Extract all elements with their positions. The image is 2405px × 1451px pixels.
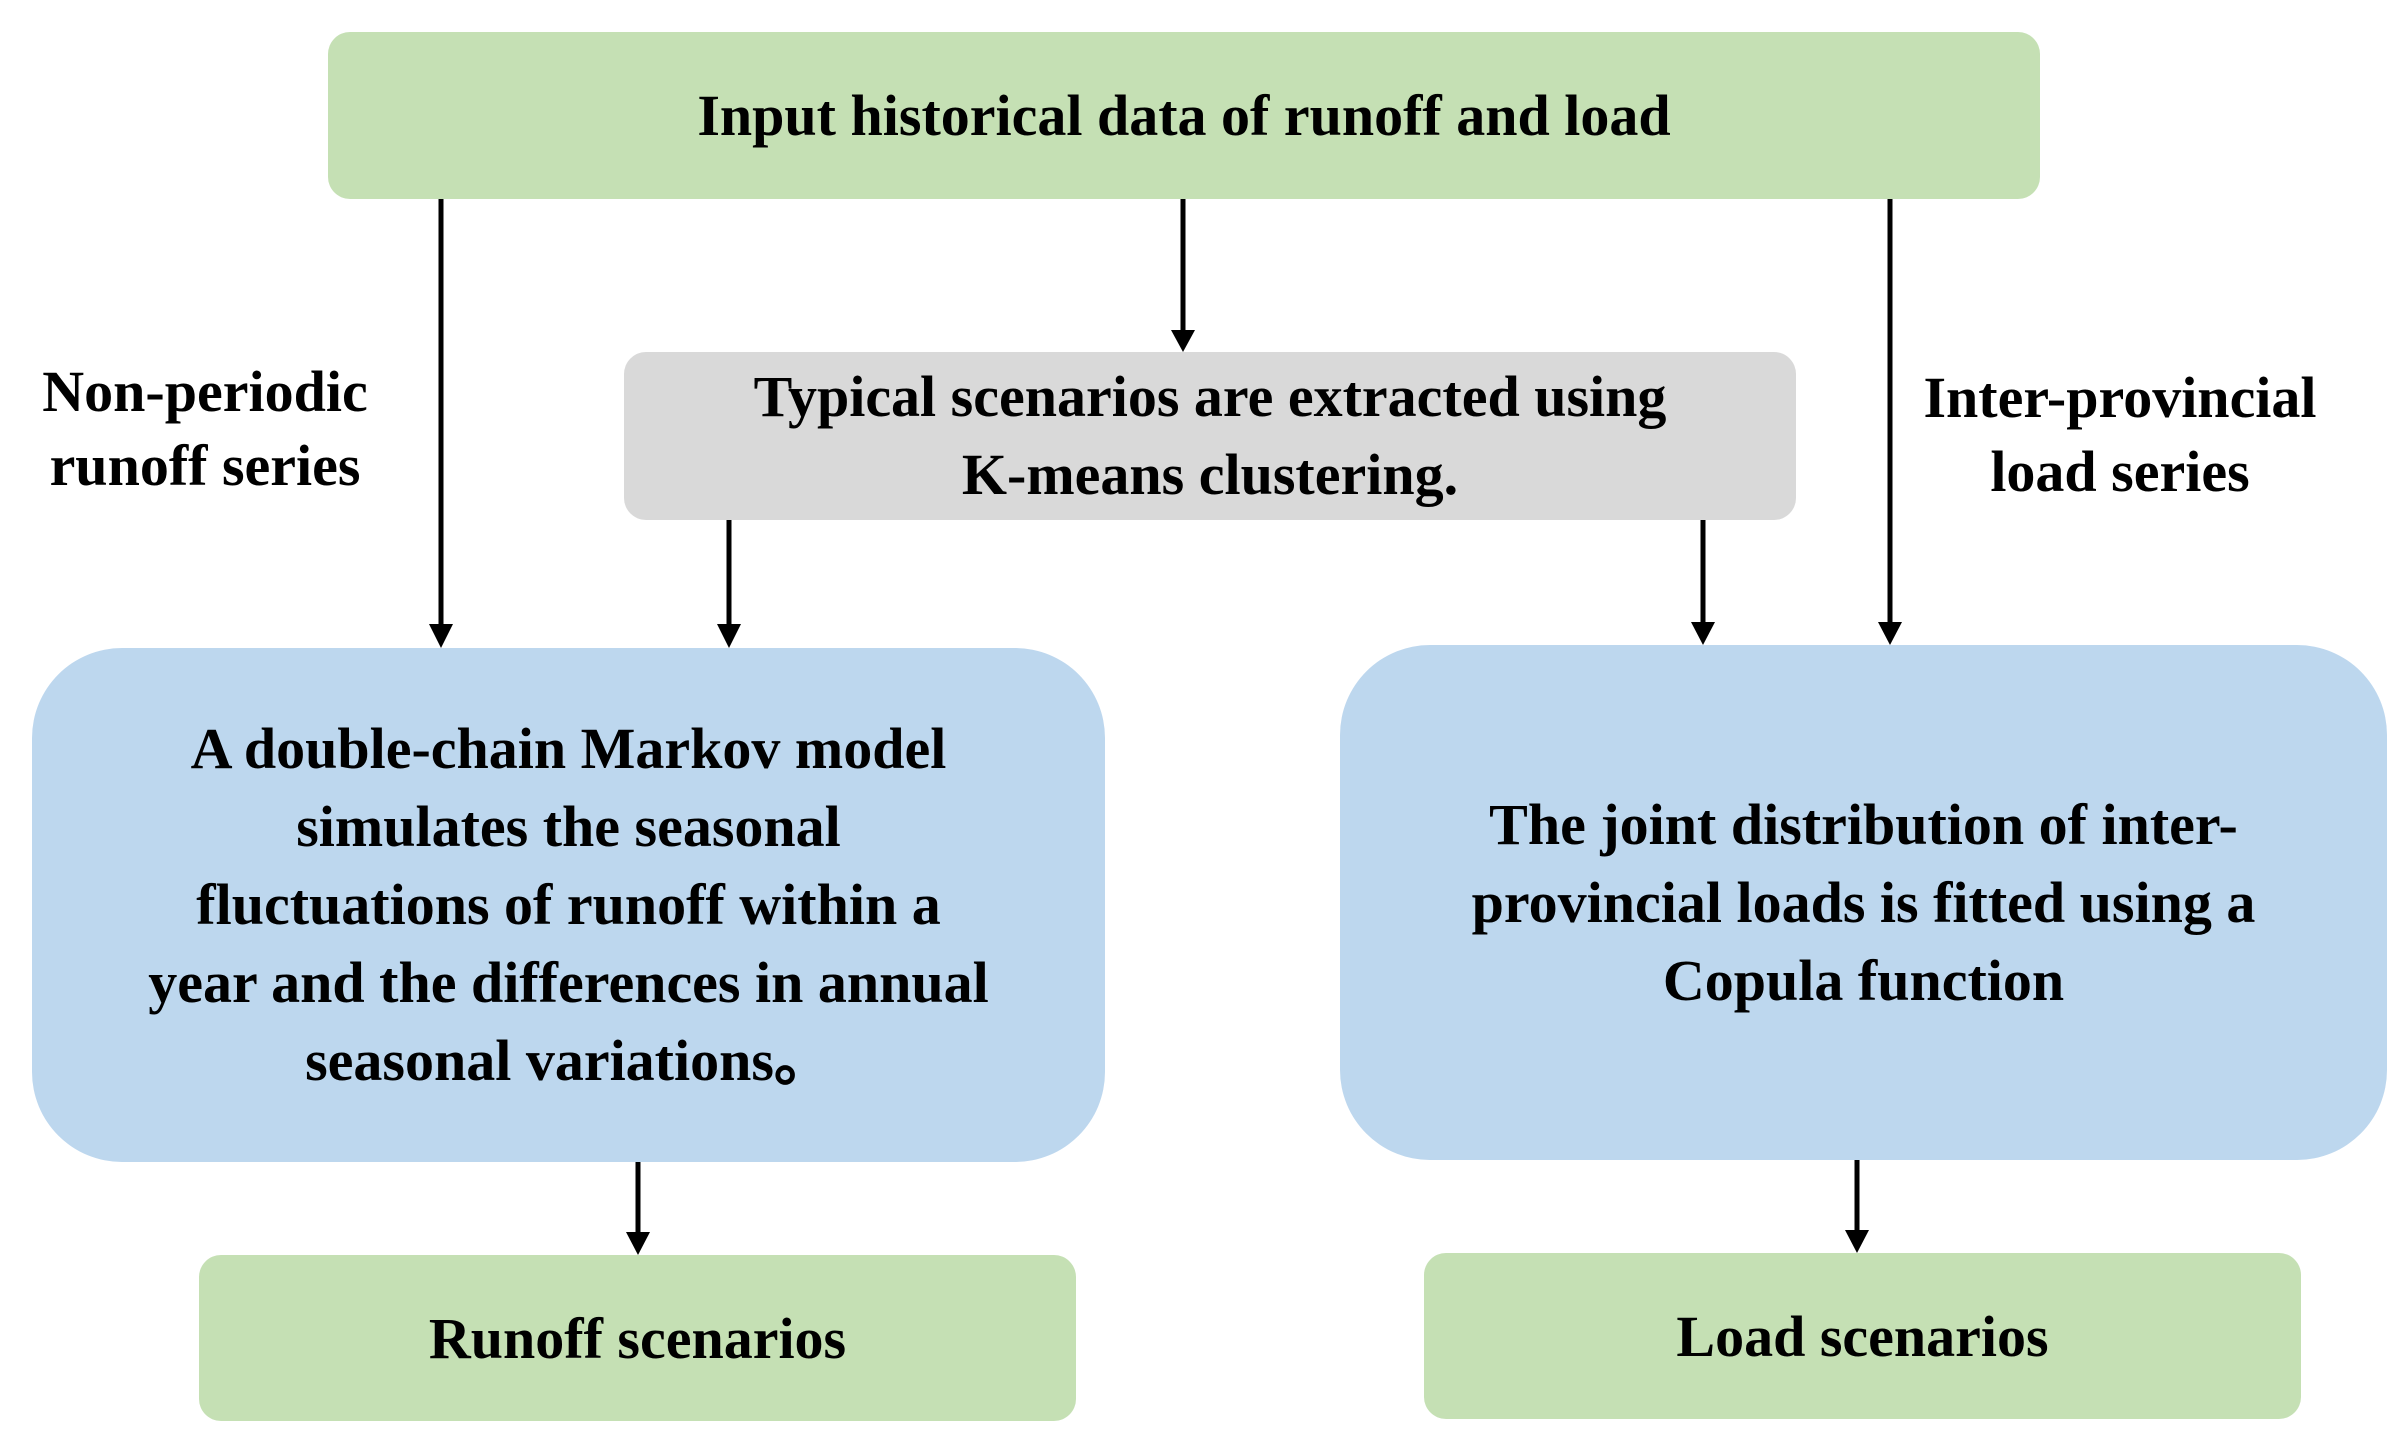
load-scenarios-node: Load scenarios — [1424, 1253, 2301, 1419]
kmeans-text: Typical scenarios are extracted using K-… — [754, 358, 1667, 514]
runoff-scenarios-node: Runoff scenarios — [199, 1255, 1076, 1421]
nonperiodic-line-1: Non-periodic — [42, 359, 368, 424]
arrowhead-markov-to-runoff — [626, 1232, 650, 1255]
copula-line-3: Copula function — [1662, 947, 2065, 1013]
nonperiodic-line-2: runoff series — [49, 433, 361, 498]
copula-line-1: The joint distribution of inter- — [1489, 791, 2238, 857]
markov-text: A double-chain Markov model simulates th… — [148, 710, 989, 1100]
kmeans-line-2: K-means clustering. — [961, 442, 1459, 507]
markov-line-4: year and the differences in annual — [148, 950, 989, 1015]
copula-text: The joint distribution of inter- provinc… — [1472, 786, 2256, 1020]
markov-model-node: A double-chain Markov model simulates th… — [32, 648, 1105, 1162]
arrowhead-kmeans-to-markov — [717, 624, 741, 648]
load-scenarios-text: Load scenarios — [1676, 1303, 2049, 1369]
markov-line-1: A double-chain Markov model — [190, 716, 947, 781]
input-data-node: Input historical data of runoff and load — [328, 32, 2040, 199]
markov-line-3: fluctuations of runoff within a — [196, 872, 941, 937]
copula-line-2: provincial loads is fitted using a — [1471, 869, 2256, 935]
interprovincial-line-1: Inter-provincial — [1923, 365, 2317, 430]
interprovincial-line-2: load series — [1990, 439, 2250, 504]
nonperiodic-runoff-label: Non-periodic runoff series — [0, 355, 410, 503]
markov-line-5: seasonal variations。 — [305, 1028, 832, 1093]
markov-line-2: simulates the seasonal — [296, 794, 841, 859]
arrowhead-input-to-copula — [1878, 622, 1902, 645]
input-data-text: Input historical data of runoff and load — [697, 83, 1671, 148]
copula-function-node: The joint distribution of inter- provinc… — [1340, 645, 2387, 1160]
arrowhead-kmeans-to-copula — [1691, 622, 1715, 645]
arrowhead-input-to-markov — [429, 624, 453, 648]
interprovincial-load-label: Inter-provincial load series — [1880, 361, 2360, 509]
kmeans-node: Typical scenarios are extracted using K-… — [624, 352, 1796, 520]
arrowhead-input-to-kmeans — [1171, 330, 1195, 352]
kmeans-line-1: Typical scenarios are extracted using — [753, 364, 1667, 429]
arrowhead-copula-to-load — [1845, 1230, 1869, 1253]
runoff-scenarios-text: Runoff scenarios — [428, 1305, 847, 1371]
